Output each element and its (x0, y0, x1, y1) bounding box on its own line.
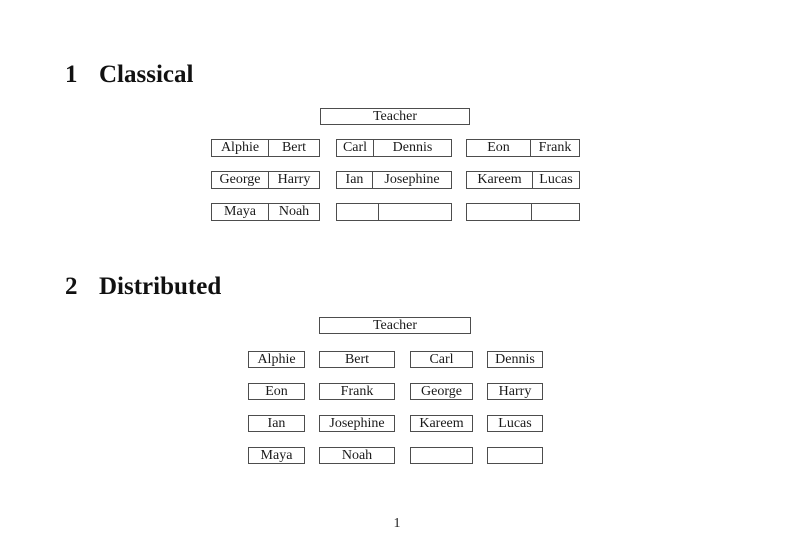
desk-classical-r2c1: George Harry (211, 171, 320, 189)
seat-box: Josephine (319, 415, 395, 432)
seat-box: Kareem (410, 415, 473, 432)
seat-cell: Lucas (539, 172, 573, 187)
seat-cell (337, 204, 379, 220)
seat-box: Dennis (487, 351, 543, 368)
desk-classical-r1c3: Eon Frank (466, 139, 580, 157)
seat-box-empty (487, 447, 543, 464)
seat-box: Bert (319, 351, 395, 368)
seat-cell (379, 204, 451, 220)
section-title: Distributed (99, 273, 222, 300)
seat-box: Noah (319, 447, 395, 464)
seat-cell: Carl (337, 140, 374, 156)
desk-classical-r1c2: Carl Dennis (336, 139, 452, 157)
seat-box: George (410, 383, 473, 400)
section-heading-classical: 1 Classical (65, 62, 193, 87)
seat-cell: Alphie (212, 140, 269, 156)
seat-cell: Noah (278, 204, 310, 219)
seat-cell: George (212, 172, 269, 188)
seat-box: Eon (248, 383, 305, 400)
section-number: 2 (65, 273, 78, 300)
seat-cell: Kareem (467, 172, 533, 188)
seat-cell (467, 204, 532, 220)
section-title: Classical (99, 61, 194, 88)
seat-box: Carl (410, 351, 473, 368)
desk-classical-r2c3: Kareem Lucas (466, 171, 580, 189)
seat-box: Lucas (487, 415, 543, 432)
seat-cell: Josephine (384, 172, 440, 187)
seat-box: Frank (319, 383, 395, 400)
seat-box: Harry (487, 383, 543, 400)
desk-classical-r3c1: Maya Noah (211, 203, 320, 221)
seat-box: Ian (248, 415, 305, 432)
page-number: 1 (393, 516, 401, 531)
section-heading-distributed: 2 Distributed (65, 274, 221, 299)
seat-cell: Bert (281, 140, 307, 155)
seat-cell: Frank (538, 140, 572, 155)
teacher-label: Teacher (372, 108, 418, 124)
section-number: 1 (65, 61, 78, 88)
seat-cell: Maya (212, 204, 269, 220)
seat-box: Maya (248, 447, 305, 464)
teacher-label: Teacher (372, 317, 418, 333)
seat-cell: Eon (467, 140, 531, 156)
desk-classical-r1c1: Alphie Bert (211, 139, 320, 157)
seat-box-empty (410, 447, 473, 464)
seat-cell: Ian (337, 172, 373, 188)
desk-classical-r3c2-empty (336, 203, 452, 221)
desk-classical-r3c3-empty (466, 203, 580, 221)
teacher-box-distributed: Teacher (319, 317, 471, 334)
seat-cell: Dennis (392, 140, 433, 155)
desk-classical-r2c2: Ian Josephine (336, 171, 452, 189)
seat-cell: Harry (277, 172, 311, 187)
seat-cell (532, 204, 579, 220)
teacher-box-classical: Teacher (320, 108, 470, 125)
seat-box: Alphie (248, 351, 305, 368)
